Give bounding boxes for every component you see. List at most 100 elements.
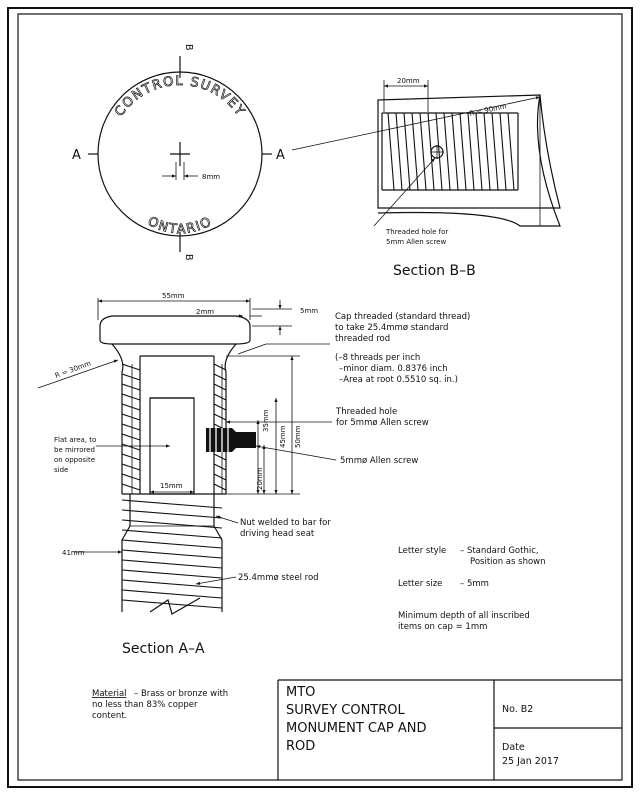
thread-line	[121, 463, 141, 471]
thread-line	[121, 579, 223, 589]
thread-line	[121, 373, 141, 381]
rod-note: 25.4mmø steel rod	[238, 573, 319, 583]
aa-dim-50mm: 50mm	[294, 425, 302, 448]
thread-line	[419, 112, 427, 191]
title-org: MTO	[286, 685, 315, 700]
marker-b-bottom: B	[183, 254, 194, 261]
rod-thread-hatch	[121, 499, 223, 609]
title-line2: MONUMENT CAP AND	[286, 721, 427, 736]
flat-area-line2: be mirrored	[54, 446, 95, 454]
nut-note-line1: Nut welded to bar for	[240, 518, 331, 528]
inner-border	[17, 13, 623, 781]
cap-note-line2: to take 25.4mmø standard	[335, 323, 448, 333]
material-line1: – Brass or bronze with	[134, 689, 228, 699]
drawing-number: No. B2	[502, 704, 533, 715]
material-label: Material	[92, 689, 127, 699]
thread-line	[121, 433, 141, 441]
letter-style-label: Letter style	[398, 546, 446, 556]
dim-8mm: 8mm	[202, 173, 220, 181]
section-b-b: 20mm R = 90mm Threaded hole for 5mm Alle…	[291, 77, 561, 279]
thread-line	[213, 383, 227, 391]
hole-note-line2: for 5mmø Allen screw	[336, 418, 429, 428]
thread-line	[213, 473, 227, 481]
general-notes: Letter style – Standard Gothic, Position…	[398, 546, 546, 632]
thread-line	[121, 453, 141, 461]
thread-line	[121, 559, 223, 569]
thread-line	[387, 112, 395, 191]
thread-line	[121, 403, 141, 411]
date-label: Date	[502, 742, 525, 753]
material-line2: no less than 83% copper	[92, 700, 198, 710]
thread-line	[443, 112, 451, 191]
thread-line	[213, 363, 227, 371]
thread-line	[121, 483, 141, 491]
title-line3: ROD	[286, 739, 315, 754]
thread-line	[475, 112, 483, 191]
thread-line	[121, 509, 223, 519]
aa-radius-label: R = 30mm	[54, 359, 92, 379]
thread-line	[213, 463, 227, 471]
cap-note-line1: Cap threaded (standard thread)	[335, 312, 470, 322]
thread-line	[395, 112, 403, 191]
material-line3: content.	[92, 711, 127, 721]
aa-dim-20mm: 20mm	[256, 467, 264, 490]
thread-line	[121, 539, 223, 549]
thread-line	[213, 413, 227, 421]
thread-line	[121, 363, 141, 371]
thread-line	[121, 549, 223, 559]
thread-line	[499, 112, 507, 191]
bb-thread-hatch	[387, 112, 515, 191]
flat-area-line1: Flat area, to	[54, 436, 96, 444]
flat-area-line4: side	[54, 466, 68, 474]
flat-area-line3: on opposite	[54, 456, 95, 464]
aa-dim-35mm: 35mm	[262, 409, 270, 432]
thread-line	[483, 112, 491, 191]
min-depth-line2: items on cap = 1mm	[398, 622, 487, 632]
letter-size-value: – 5mm	[460, 579, 489, 589]
thread-note-line3: –Area at root 0.5510 sq. in.)	[339, 375, 458, 385]
material-note: Material – Brass or bronze with no less …	[92, 689, 228, 721]
aa-thread-hatch	[121, 363, 227, 491]
thread-line	[411, 112, 419, 191]
thread-line	[121, 529, 223, 539]
thread-line	[459, 112, 467, 191]
letter-style-value1: – Standard Gothic,	[460, 546, 539, 556]
marker-b-top: B	[183, 44, 194, 51]
bb-dim-20mm: 20mm	[397, 77, 420, 85]
inscription-ontario: ONTARIO	[145, 214, 215, 237]
thread-line	[213, 373, 227, 381]
marker-a-right: A	[276, 148, 285, 163]
outer-border	[7, 7, 633, 788]
cap-note-line3: threaded rod	[335, 334, 390, 344]
thread-line	[213, 393, 227, 401]
thread-line	[121, 589, 223, 599]
letter-style-value2: Position as shown	[470, 557, 546, 567]
bb-callout-line1: Threaded hole for	[385, 228, 448, 236]
thread-note-line2: –minor diam. 0.8376 inch	[339, 364, 448, 374]
aa-dim-45mm: 45mm	[279, 425, 287, 448]
aa-dim-5mm: 5mm	[300, 307, 318, 315]
thread-line	[403, 112, 411, 191]
thread-line	[213, 483, 227, 491]
thread-line	[213, 453, 227, 461]
thread-line	[507, 112, 515, 191]
aa-dim-15mm: 15mm	[160, 482, 183, 490]
title-line1: SURVEY CONTROL	[286, 703, 406, 718]
thread-line	[491, 112, 499, 191]
thread-line	[121, 473, 141, 481]
nut-note-line2: driving head seat	[240, 529, 315, 539]
thread-line	[121, 599, 223, 609]
thread-line	[451, 112, 459, 191]
screw-note: 5mmø Allen screw	[340, 456, 418, 466]
thread-line	[213, 403, 227, 411]
section-bb-title: Section B–B	[393, 263, 476, 279]
hole-note-line1: Threaded hole	[335, 407, 397, 417]
bb-callout-line2: 5mm Allen screw	[386, 238, 446, 246]
thread-line	[121, 519, 223, 529]
aa-dim-41mm: 41mm	[62, 549, 85, 557]
thread-line	[121, 383, 141, 391]
allen-screw	[206, 428, 256, 452]
date-value: 25 Jan 2017	[502, 756, 559, 767]
